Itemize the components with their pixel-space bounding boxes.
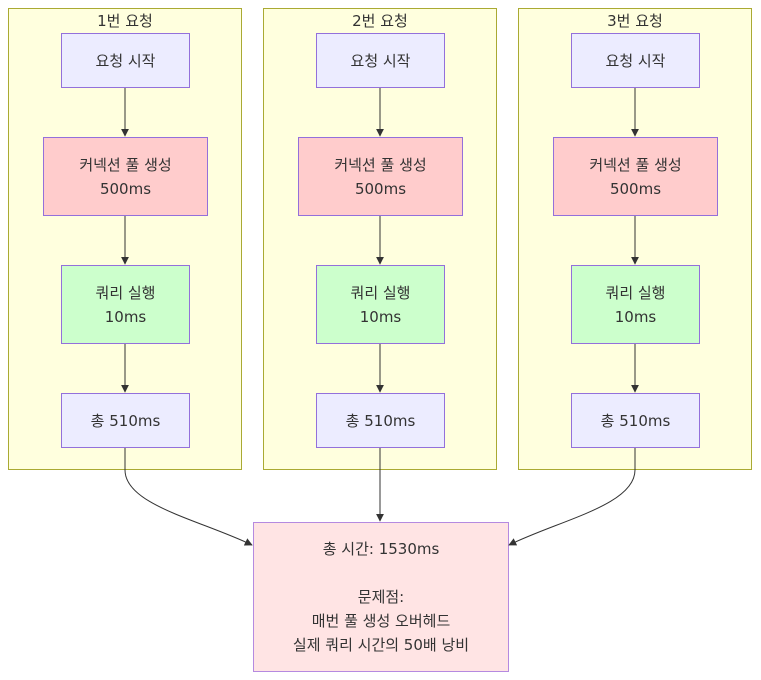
node-text-line: 10ms bbox=[104, 307, 147, 326]
node-text-line: 매번 풀 생성 오버헤드 bbox=[311, 612, 451, 630]
request-total-node: 총 510ms bbox=[571, 393, 700, 448]
request-total-node: 총 510ms bbox=[61, 393, 190, 448]
query-exec-node: 쿼리 실행 10ms bbox=[571, 265, 700, 344]
node-text-line: 500ms bbox=[609, 179, 662, 198]
request-start-node: 요청 시작 bbox=[316, 33, 445, 88]
node-text-line: 커넥션 풀 생성 bbox=[79, 155, 172, 174]
request-total-node: 총 510ms bbox=[316, 393, 445, 448]
node-text-line: 커넥션 풀 생성 bbox=[334, 155, 427, 174]
node-text-line: 커넥션 풀 생성 bbox=[589, 155, 682, 174]
query-exec-node: 쿼리 실행 10ms bbox=[316, 265, 445, 344]
node-text: 요청 시작 bbox=[350, 51, 411, 70]
edge-arrow bbox=[124, 448, 253, 546]
pool-create-node: 커넥션 풀 생성 500ms bbox=[298, 137, 463, 216]
node-text-line: 500ms bbox=[354, 179, 407, 198]
request-start-node: 요청 시작 bbox=[61, 33, 190, 88]
node-text: 요청 시작 bbox=[95, 51, 156, 70]
node-text-line: 쿼리 실행 bbox=[95, 283, 156, 302]
node-text-line: 문제점: bbox=[357, 588, 405, 606]
node-text-line: 10ms bbox=[359, 307, 402, 326]
node-text: 총 510ms bbox=[345, 411, 416, 430]
edge-arrow bbox=[508, 448, 636, 546]
node-text-line: 총 시간: 1530ms bbox=[322, 540, 440, 558]
request-start-node: 요청 시작 bbox=[571, 33, 700, 88]
node-text-line: 10ms bbox=[614, 307, 657, 326]
node-text-line: 실제 쿼리 시간의 50배 낭비 bbox=[292, 636, 470, 654]
node-text: 총 510ms bbox=[90, 411, 161, 430]
node-text: 총 510ms bbox=[600, 411, 671, 430]
query-exec-node: 쿼리 실행 10ms bbox=[61, 265, 190, 344]
node-text-line: 500ms bbox=[99, 179, 152, 198]
pool-create-node: 커넥션 풀 생성 500ms bbox=[553, 137, 718, 216]
node-text-line: 쿼리 실행 bbox=[350, 283, 411, 302]
pool-create-node: 커넥션 풀 생성 500ms bbox=[43, 137, 208, 216]
cluster-title: 3번 요청 bbox=[607, 12, 663, 30]
node-text: 요청 시작 bbox=[605, 51, 666, 70]
node-text-line: 쿼리 실행 bbox=[605, 283, 666, 302]
cluster-title: 1번 요청 bbox=[97, 12, 153, 30]
cluster-title: 2번 요청 bbox=[352, 12, 408, 30]
